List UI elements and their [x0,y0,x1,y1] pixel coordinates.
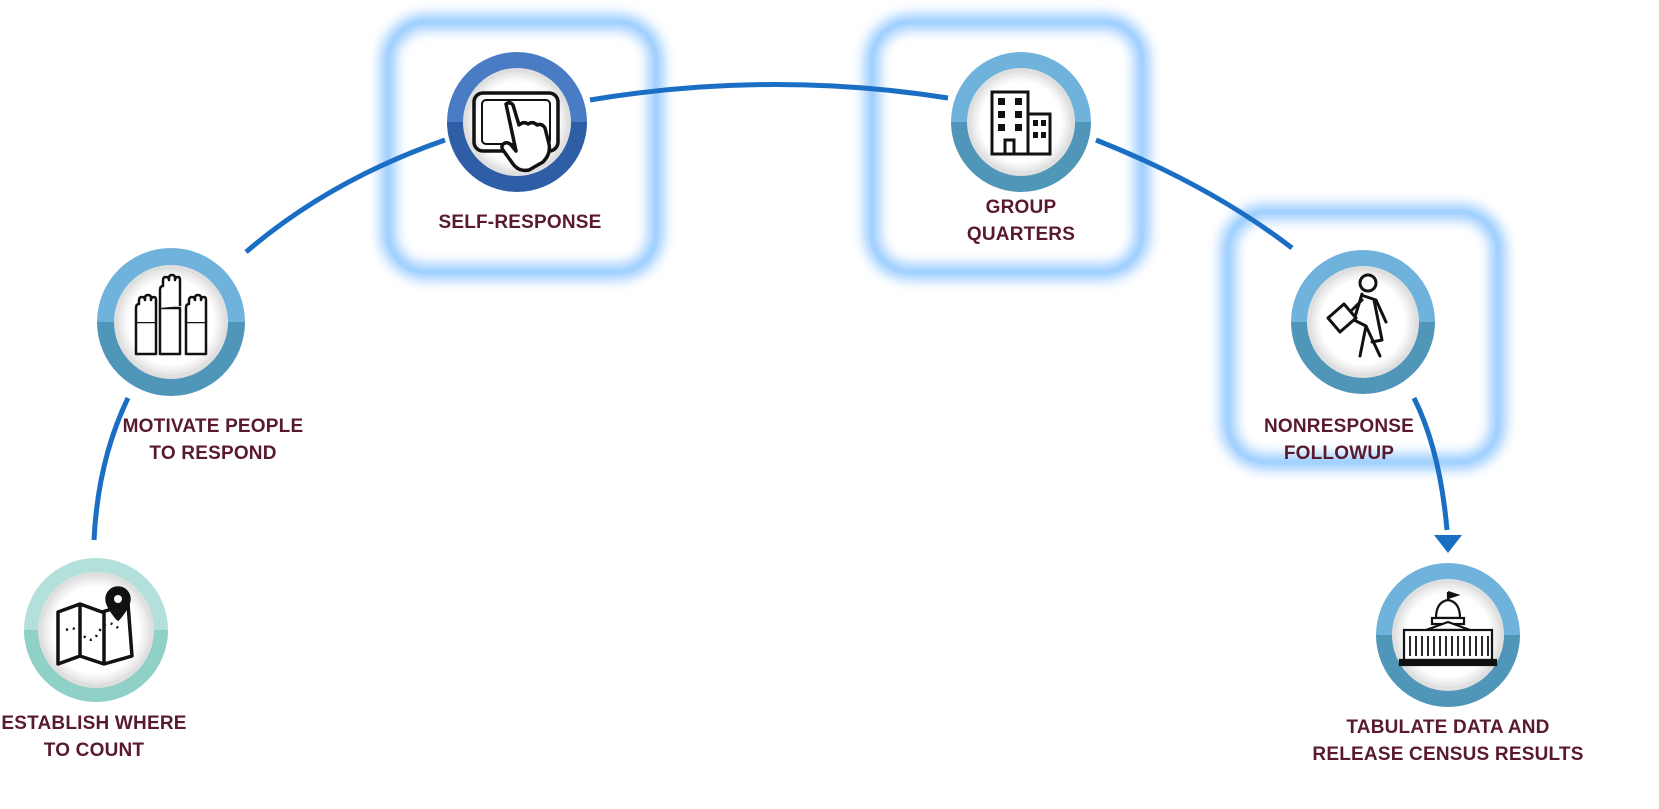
path-segment-1 [91,396,131,541]
highlight-box-nonresponse-followup [1220,204,1506,470]
buildings-icon [990,90,1052,156]
label-establish-where-to-count: ESTABLISH WHERE TO COUNT [0,710,188,764]
label-line: MOTIVATE PEOPLE [122,416,304,437]
label-line: FOLLOWUP [1283,443,1395,464]
label-line: RELEASE CENSUS RESULTS [1312,744,1584,765]
label-self-response: SELF-RESPONSE [430,209,610,236]
touchscreen-tablet-icon [472,91,560,173]
process-path [91,82,1450,541]
label-nonresponse-followup: NONRESPONSE FOLLOWUP [1258,413,1420,467]
label-line: ESTABLISH WHERE [1,713,187,734]
label-line: TO COUNT [43,740,145,761]
step-self-response [447,52,587,192]
step-motivate-people [97,248,245,396]
raised-hands-icon [134,273,208,356]
highlight-box-group-quarters [864,14,1150,280]
arrow-head-icon [1434,535,1462,553]
label-group-quarters: GROUP QUARTERS [950,194,1092,248]
label-line: SELF-RESPONSE [438,212,602,233]
path-segment-4 [1095,137,1294,250]
step-nonresponse-followup [1291,250,1435,394]
path-segment-5 [1411,396,1450,531]
step-establish-where-to-count [24,558,168,702]
label-line: QUARTERS [966,224,1076,245]
step-tabulate-data [1376,563,1520,707]
capitol-building-icon [1398,590,1498,667]
path-segment-2 [244,137,446,254]
label-line: TO RESPOND [149,443,277,464]
step-group-quarters [951,52,1091,192]
walking-person-icon [1326,273,1388,358]
label-motivate-people: MOTIVATE PEOPLE TO RESPOND [118,413,308,467]
label-line: GROUP [985,197,1057,218]
path-segment-3 [589,82,949,103]
label-line: TABULATE DATA AND [1346,717,1550,738]
label-tabulate-data: TABULATE DATA AND RELEASE CENSUS RESULTS [1310,714,1586,768]
label-line: NONRESPONSE [1263,416,1414,437]
highlight-box-self-response [380,14,664,280]
map-pin-icon [56,586,134,666]
